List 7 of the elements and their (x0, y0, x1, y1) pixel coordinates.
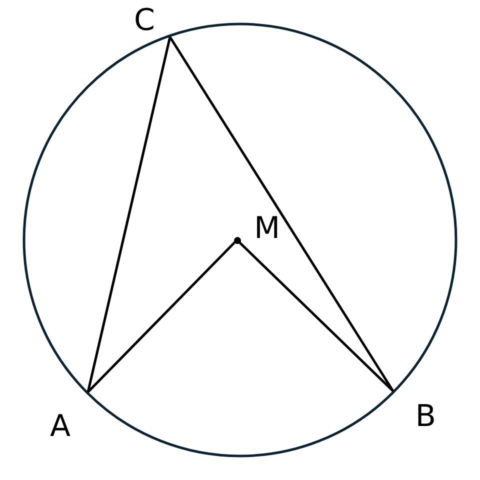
point-label: A (50, 412, 71, 442)
point-label: B (415, 402, 436, 432)
line-segment (87, 239, 238, 393)
point-label: M (254, 214, 280, 244)
point-label: C (134, 6, 155, 36)
line-segment (168, 36, 394, 392)
line-segment (86, 36, 172, 392)
